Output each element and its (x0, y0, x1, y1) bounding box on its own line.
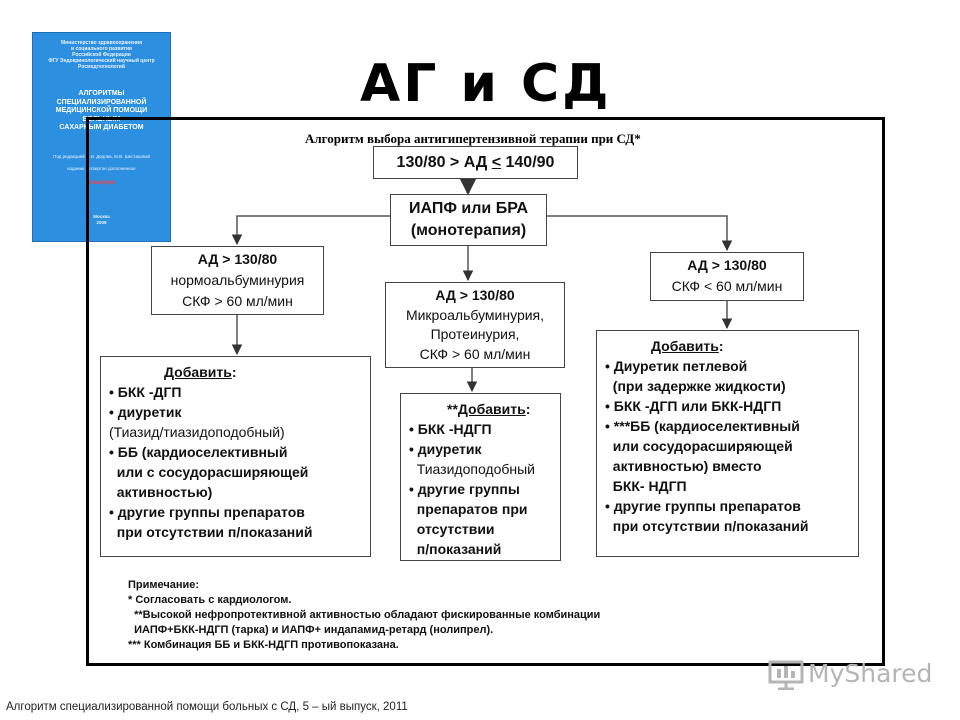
footnote-block: Примечание: * Согласовать с кардиологом.… (128, 578, 600, 653)
condition-line: СКФ > 60 мл/мин (182, 293, 293, 309)
book-title-line: АЛГОРИТМЫ (78, 90, 125, 97)
condition-line: АД > 130/80 (435, 287, 515, 303)
book-publisher: Министерство здравоохранения и социально… (42, 40, 161, 70)
book-publisher-line: ФГУ Эндокринологический научный центр (48, 58, 155, 64)
presentation-board-icon (768, 660, 804, 690)
book-title-line: САХАРНЫМ ДИАБЕТОМ (59, 124, 144, 132)
start-condition-post: 140/90 (501, 154, 555, 171)
add-therapy-box-left: Добавить: • БКК -ДГП • диуретик (Тиазид/… (100, 356, 371, 557)
footnote-line: * Согласовать с кардиологом. (128, 594, 292, 606)
therapy-item: или сосудорасширяющей (605, 438, 793, 454)
condition-box-left: АД > 130/80 нормоальбуминурия СКФ > 60 м… (151, 246, 324, 315)
footnote-line: ИАПФ+БКК-НДГП (тарка) и ИАПФ+ индапамид-… (128, 624, 494, 636)
iapf-box: ИАПФ или БРА (монотерапия) (390, 194, 547, 246)
condition-box-right: АД > 130/80 СКФ < 60 мл/мин (650, 252, 804, 301)
slide-title: АГ и СД (360, 54, 612, 114)
add-therapy-box-right: Добавить: • Диуретик петлевой (при задер… (596, 330, 859, 557)
therapy-item: • Диуретик петлевой (605, 358, 748, 374)
therapy-item: • другие группы (409, 481, 520, 497)
condition-line: СКФ > 60 мл/мин (419, 345, 531, 362)
condition-line: СКФ < 60 мл/мин (671, 278, 783, 294)
book-publisher-line: Росмедтехнологий (78, 64, 125, 70)
condition-line: Микроальбуминурия, (405, 306, 545, 323)
therapy-item: • диуретик (409, 441, 482, 457)
book-city-line: 2009 (96, 220, 107, 225)
therapy-item: • БКК -ДГП (109, 384, 182, 400)
therapy-item: • БКК -ДГП или БКК-НДГП (605, 398, 782, 414)
book-issue: 5 выпуск (88, 180, 115, 186)
condition-line: АД > 130/80 (687, 257, 767, 273)
therapy-item: БКК- НДГП (605, 478, 687, 494)
therapy-item: • ***ББ (кардиоселективный (605, 418, 800, 434)
footnote-line: **Высокой нефропротективной активностью … (128, 609, 601, 621)
book-title-line: СПЕЦИАЛИЗИРОВАННОЙ (56, 98, 147, 106)
therapy-item: • другие группы препаратов (605, 498, 801, 514)
brand-name: MyShared (808, 659, 933, 688)
condition-line: нормоальбуминурия (170, 272, 305, 288)
book-editors-line: Под редакцией И.И. Дедова, М.В. Шестаков… (53, 154, 150, 159)
therapy-item: отсутствии (409, 521, 495, 537)
condition-line: Протеинурия, (430, 326, 520, 342)
therapy-item: активностью) вместо (605, 458, 762, 474)
condition-line: АД > 130/80 (197, 251, 278, 267)
therapy-item: Тиазидоподобный (409, 461, 536, 477)
book-publisher-line: Российской Федерации (72, 52, 131, 58)
book-publisher-line: Министерство здравоохранения (61, 40, 142, 46)
therapy-item: при отсутствии п/показаний (109, 524, 313, 540)
book-publisher-line: и социального развития (71, 46, 132, 52)
algorithm-title: Алгоритм выбора антигипертензивной терап… (305, 131, 641, 146)
therapy-item: препаратов при (409, 501, 528, 517)
therapy-item: • диуретик (109, 404, 182, 420)
therapy-item: (Тиазид/тиазидоподобный) (109, 424, 285, 440)
therapy-item: • ББ (кардиоселективный (109, 444, 288, 460)
add-header: Добавить: (164, 364, 237, 380)
footnote-line: *** Комбинация ББ и БКК-НДГП противопока… (128, 639, 399, 651)
add-header: **Добавить: (447, 401, 531, 417)
diagram-frame (86, 117, 885, 666)
source-caption: Алгоритм специализированной помощи больн… (6, 701, 408, 713)
add-header: Добавить: (651, 338, 724, 354)
book-city: Москва 2009 (40, 214, 163, 226)
footnote-header: Примечание: (128, 579, 200, 591)
condition-box-middle: АД > 130/80 Микроальбуминурия, Протеинур… (385, 282, 565, 368)
book-cover-image: Министерство здравоохранения и социально… (32, 32, 171, 242)
therapy-item: активностью) (109, 484, 213, 500)
therapy-item: • БКК -НДГП (409, 421, 492, 437)
book-editors: Под редакцией И.И. Дедова, М.В. Шестаков… (40, 154, 163, 172)
start-condition-pre: 130/80 > АД (396, 154, 492, 171)
therapy-item: (при задержке жидкости) (605, 378, 786, 394)
therapy-item: п/показаний (409, 541, 502, 557)
book-title-line: МЕДИЦИНСКОЙ ПОМОЩИ (55, 107, 148, 115)
start-condition-lte: < (491, 154, 502, 171)
iapf-line: (монотерапия) (410, 222, 527, 239)
therapy-item: • другие группы препаратов (109, 504, 305, 520)
start-condition-box: 130/80 > АД < 140/90 (373, 146, 578, 179)
book-editors-line: издание четвертое дополненное (67, 166, 136, 171)
therapy-item: при отсутствии п/показаний (605, 518, 809, 534)
book-city-line: Москва (93, 214, 110, 219)
iapf-line: ИАПФ или БРА (408, 200, 529, 217)
add-therapy-box-middle: **Добавить: • БКК -НДГП • диуретик Тиази… (400, 393, 561, 561)
therapy-item: или с сосудорасширяющей (109, 464, 309, 480)
